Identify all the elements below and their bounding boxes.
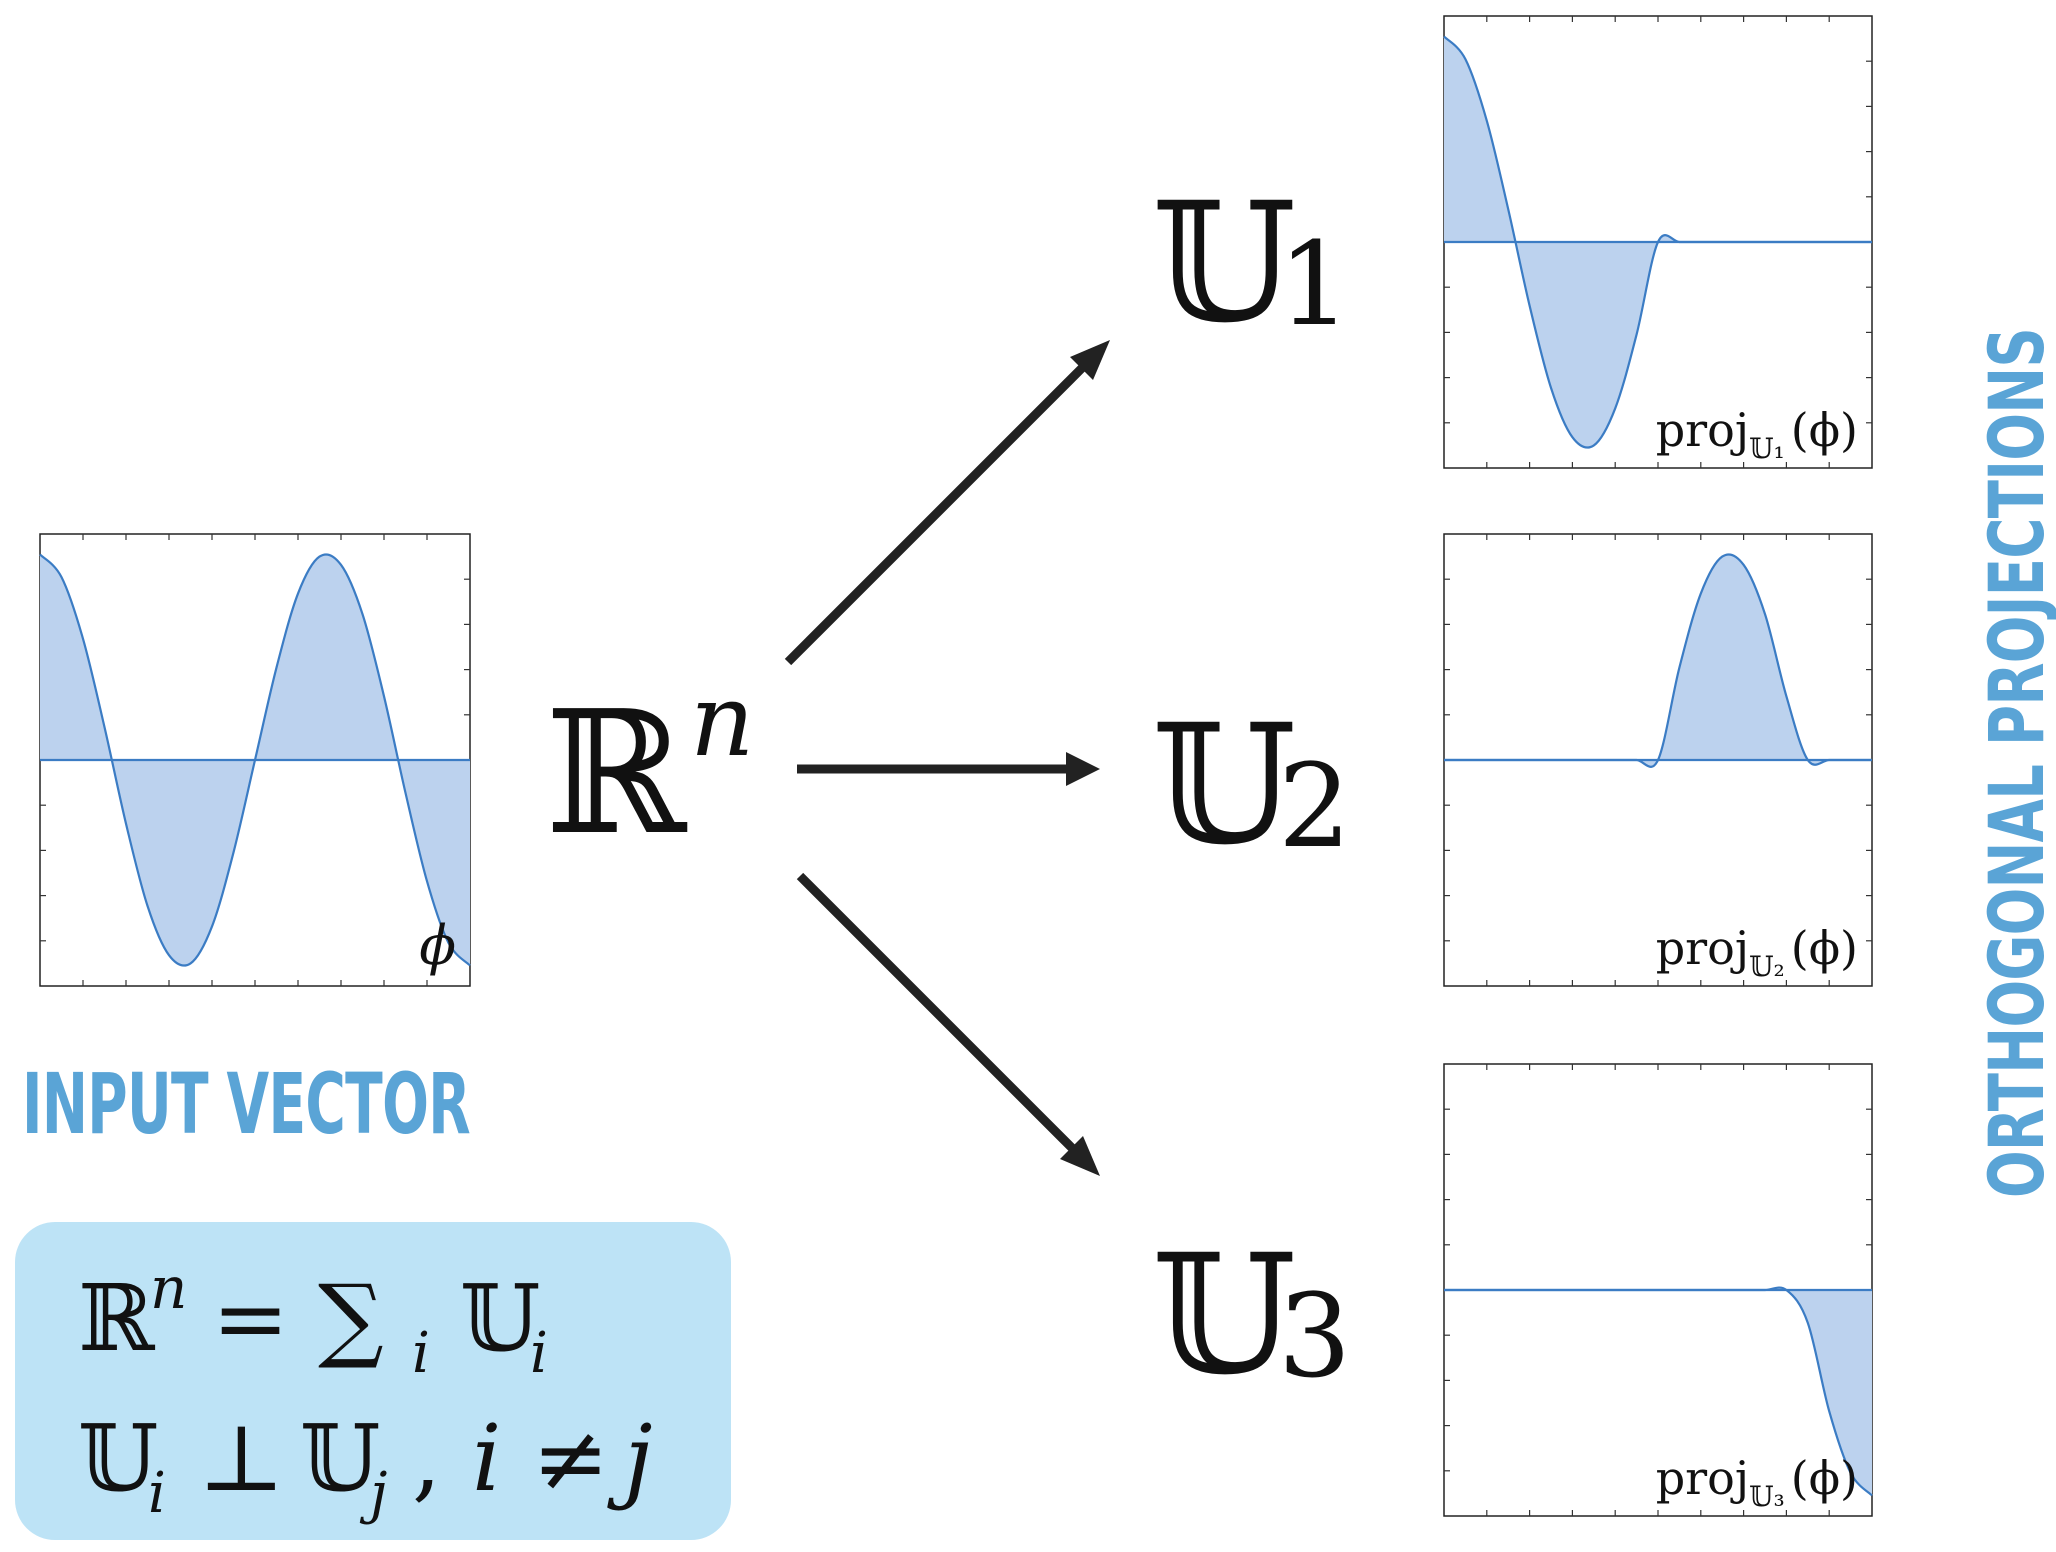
chart-label-subscript: 𝕌₁ xyxy=(1749,432,1785,465)
svg-text:ℝ: ℝ xyxy=(545,675,688,873)
chart-label: proj𝕌₃(ϕ) xyxy=(1656,1451,1858,1513)
chart-label: proj𝕌₂(ϕ) xyxy=(1656,921,1858,983)
identity-panel: ℝ n = ∑ i 𝕌 i 𝕌 i ⊥ 𝕌 j , i ≠ j xyxy=(15,1222,731,1540)
chart-label: proj𝕌₁(ϕ) xyxy=(1656,403,1858,465)
svg-text:i: i xyxy=(530,1321,548,1386)
arrow-to-u2 xyxy=(797,752,1100,786)
svg-text:n: n xyxy=(150,1254,187,1322)
svg-text:,: , xyxy=(412,1405,441,1512)
signal-area xyxy=(1444,36,1872,448)
chart-label-prefix: proj xyxy=(1656,1451,1749,1505)
projection-chart-u2: proj𝕌₂(ϕ) xyxy=(1443,533,1873,987)
chart-label-subscript: 𝕌₃ xyxy=(1749,1480,1785,1513)
svg-text:𝕌: 𝕌 xyxy=(300,1405,380,1512)
svg-text:ℝ: ℝ xyxy=(78,1265,156,1372)
input-vector-heading: INPUT VECTOR xyxy=(22,1055,470,1153)
svg-text:⊥: ⊥ xyxy=(198,1405,285,1512)
chart-label-prefix: proj xyxy=(1656,921,1749,975)
signal-curve xyxy=(1444,1286,1873,1497)
signal-curve xyxy=(1443,553,1872,768)
identity-orthogonality-equation: 𝕌 i ⊥ 𝕌 j , i ≠ j xyxy=(78,1405,653,1526)
chart-label-subscript: 𝕌₂ xyxy=(1749,950,1785,983)
svg-text:3: 3 xyxy=(1278,1270,1351,1404)
svg-text:=: = xyxy=(212,1265,289,1372)
svg-text:𝕌: 𝕌 xyxy=(1152,689,1296,881)
identity-panel-background xyxy=(15,1222,731,1540)
svg-text:2: 2 xyxy=(1278,740,1351,874)
svg-text:i: i xyxy=(472,1405,501,1512)
signal-curve xyxy=(1443,35,1872,449)
svg-text:i: i xyxy=(148,1461,166,1526)
chart-label-argument: (ϕ) xyxy=(1791,403,1858,457)
arrow-to-u3 xyxy=(796,872,1100,1176)
svg-text:≠: ≠ xyxy=(532,1405,609,1512)
svg-text:1: 1 xyxy=(1278,218,1351,352)
chart-label: ϕ xyxy=(419,914,456,977)
input-vector-chart: ϕ xyxy=(39,533,471,987)
svg-text:𝕌: 𝕌 xyxy=(78,1405,158,1512)
svg-text:n: n xyxy=(690,662,754,779)
subspace-label-u1: 𝕌 1 xyxy=(1152,167,1351,359)
rn-space-label: ℝ n xyxy=(545,662,754,873)
svg-text:i: i xyxy=(412,1321,430,1386)
signal-area xyxy=(1444,554,1872,767)
projection-chart-u1: proj𝕌₁(ϕ) xyxy=(1443,15,1873,469)
svg-text:∑: ∑ xyxy=(318,1265,384,1372)
chart-label-argument: (ϕ) xyxy=(1791,921,1858,975)
orthogonal-projections-heading: ORTHOGONAL PROJECTIONS xyxy=(1972,328,2056,1198)
chart-label-argument: (ϕ) xyxy=(1791,1451,1858,1505)
projection-chart-u3: proj𝕌₃(ϕ) xyxy=(1443,1063,1873,1517)
svg-text:𝕌: 𝕌 xyxy=(460,1265,540,1372)
identity-sum-equation: ℝ n = ∑ i 𝕌 i xyxy=(78,1254,548,1386)
subspace-label-u2: 𝕌 2 xyxy=(1152,689,1351,881)
chart-label-prefix: proj xyxy=(1656,403,1749,457)
signal-curve xyxy=(39,553,471,967)
subspace-label-u3: 𝕌 3 xyxy=(1152,1219,1351,1411)
signal-area xyxy=(1444,1287,1872,1496)
arrow-to-u1 xyxy=(784,340,1110,666)
svg-text:𝕌: 𝕌 xyxy=(1152,1219,1296,1411)
svg-text:𝕌: 𝕌 xyxy=(1152,167,1296,359)
